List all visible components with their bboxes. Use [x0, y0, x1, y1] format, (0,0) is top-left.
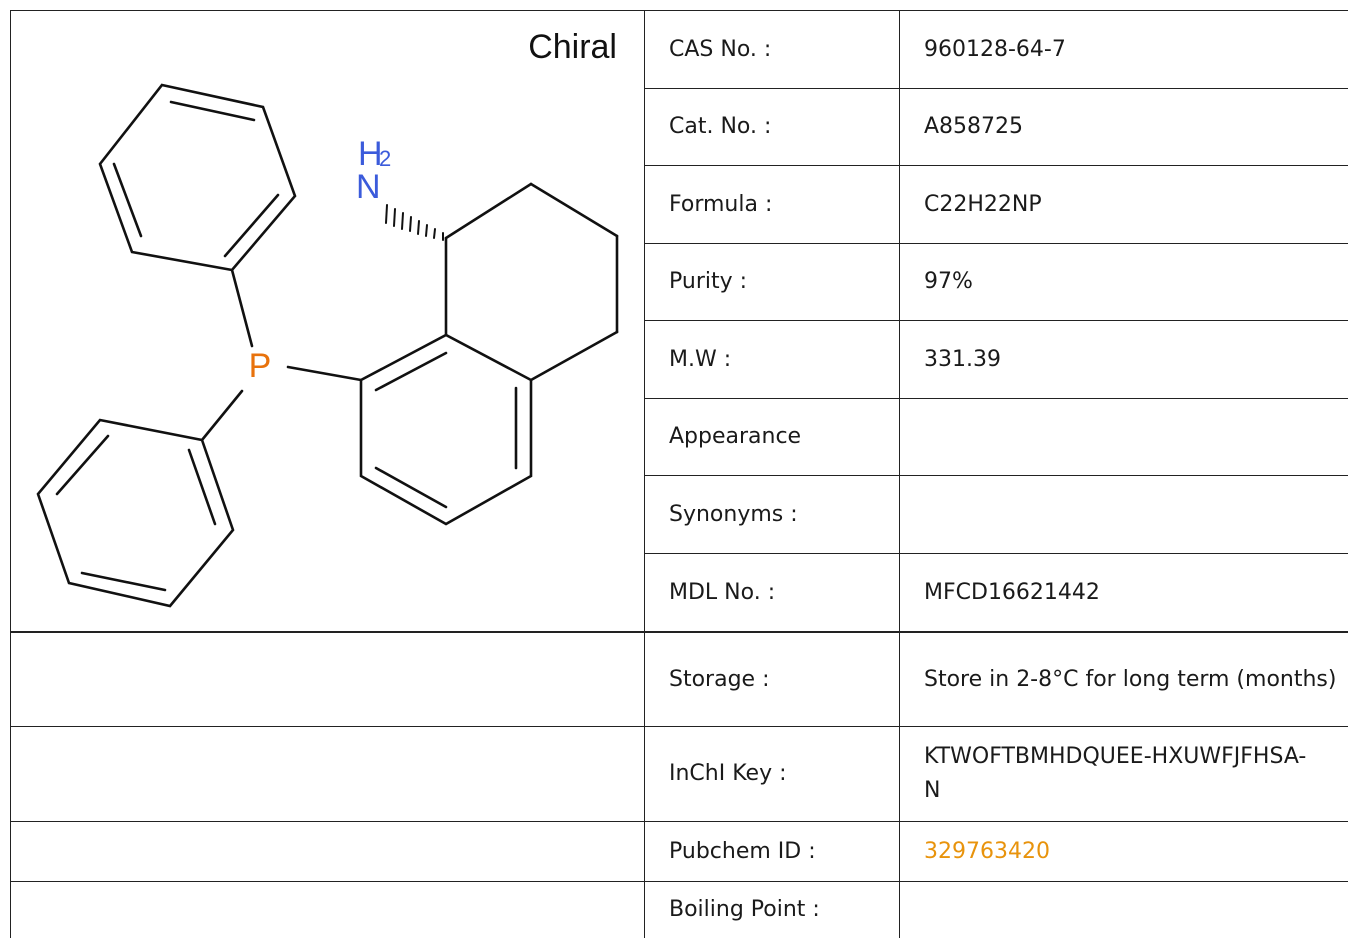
- formula-value: C22H22NP: [924, 191, 1042, 217]
- grid-line: [645, 475, 1348, 476]
- appearance-value: [900, 399, 1348, 475]
- mdl-value: MFCD16621442: [924, 579, 1100, 605]
- grid-line: [645, 243, 1348, 244]
- phosphorus-label: P: [249, 347, 272, 385]
- nitrogen-label: N: [356, 168, 381, 206]
- grid-line: [10, 881, 1348, 882]
- mw-label: M.W :: [669, 346, 732, 372]
- grid-line: [10, 726, 1348, 727]
- purity-label: Purity :: [669, 269, 748, 294]
- grid-line: [10, 10, 11, 632]
- nh2-hydrogen-label: H: [358, 135, 383, 173]
- grid-line: [10, 821, 1348, 822]
- cas-value: 960128-64-7: [924, 36, 1066, 62]
- grid-line: [645, 553, 1348, 554]
- chiral-label: Chiral: [528, 28, 617, 66]
- mw-value: 331.39: [924, 346, 1001, 372]
- grid-line: [645, 88, 1348, 89]
- grid-line: [10, 633, 11, 938]
- bond-lines: [36, 83, 619, 608]
- inchi-key-label: InChI Key :: [669, 761, 787, 786]
- grid-line: [10, 631, 1348, 633]
- chemical-structure-image: Chiral: [36, 28, 619, 608]
- hashed-wedge-bond: [385, 204, 444, 241]
- grid-line: [644, 10, 645, 938]
- synonyms-label: Synonyms :: [669, 501, 798, 527]
- mdl-label: MDL No. :: [669, 579, 776, 605]
- nh2-subscript-label: 2: [379, 146, 391, 171]
- grid-line: [645, 320, 1348, 321]
- grid-line: [645, 398, 1348, 399]
- inchi-key-value: KTWOFTBMHDQUEE-HXUWFJFHSA-N: [924, 744, 1307, 803]
- product-datasheet: Chiral: [10, 10, 1348, 938]
- synonyms-value: [900, 476, 1348, 553]
- boiling-point-label: Boiling Point :: [669, 897, 820, 922]
- grid-line: [10, 10, 1348, 11]
- purity-value: 97%: [924, 269, 973, 294]
- boiling-point-value: [900, 882, 1348, 938]
- formula-label: Formula :: [669, 191, 773, 217]
- grid-line: [899, 10, 900, 938]
- appearance-label: Appearance: [669, 424, 802, 449]
- storage-label: Storage :: [669, 666, 770, 692]
- pubchem-id-label: Pubchem ID :: [669, 838, 816, 864]
- grid-line: [645, 165, 1348, 166]
- cat-no-label: Cat. No. :: [669, 114, 772, 139]
- cat-no-value: A858725: [924, 114, 1024, 139]
- storage-value: Store in 2-8°C for long term (months): [924, 666, 1337, 692]
- cas-label: CAS No. :: [669, 36, 772, 62]
- pubchem-id-link[interactable]: 329763420: [924, 838, 1050, 864]
